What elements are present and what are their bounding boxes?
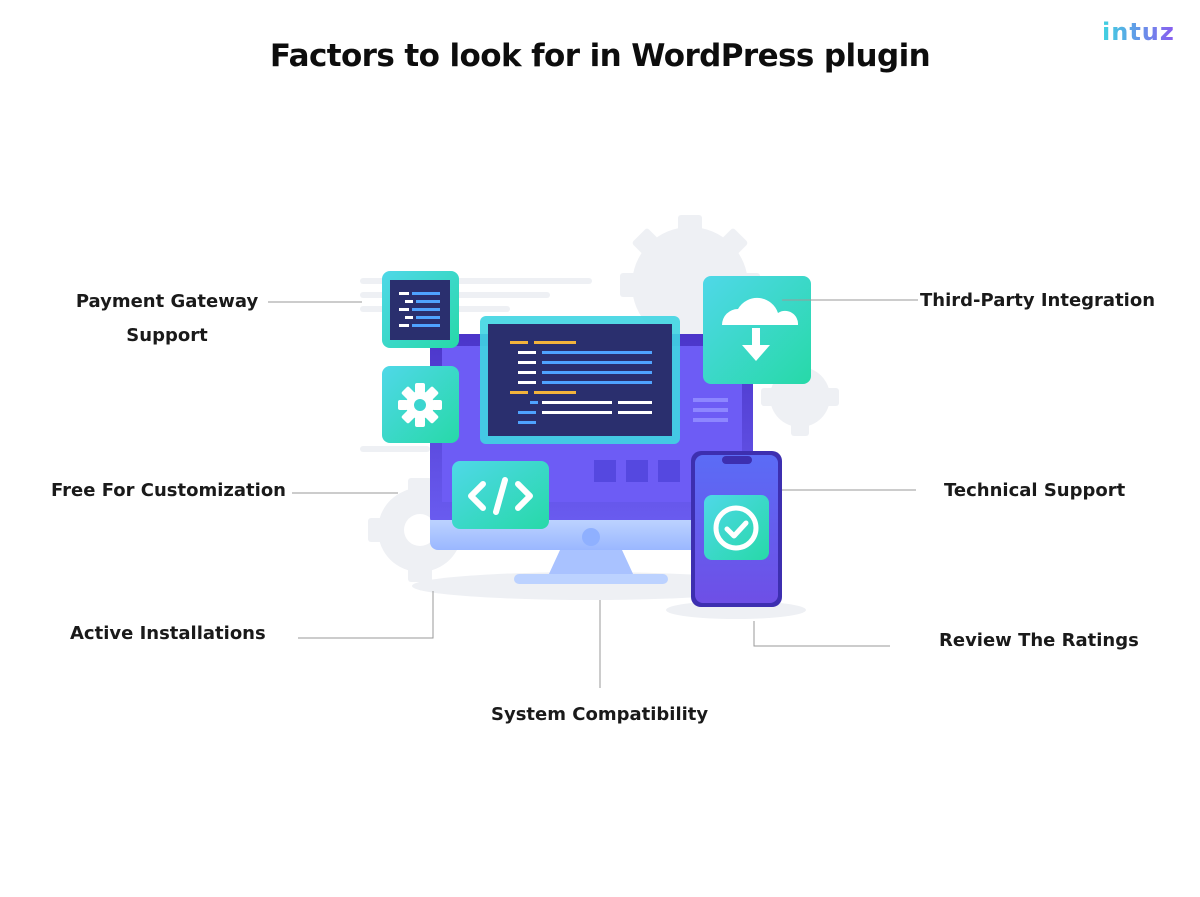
factor-label-free-for-customization: Free For Customization (51, 480, 286, 501)
svg-text:intuz: intuz (1102, 18, 1175, 46)
factor-label-system-compatibility: System Compatibility (491, 704, 709, 725)
page-title: Factors to look for in WordPress plugin (269, 38, 931, 74)
monitor-shadow (412, 572, 768, 600)
connector-lines (268, 299, 918, 688)
code-document-icon (382, 271, 459, 348)
factor-label-technical-support: Technical Support (944, 480, 1126, 501)
cloud-download-icon (703, 276, 811, 384)
factor-label-active-installations: Active Installations (70, 623, 266, 644)
gear-icon (382, 366, 459, 443)
code-brackets-icon (452, 461, 549, 529)
factor-label-review-the-ratings: Review The Ratings (939, 630, 1139, 651)
factor-label-payment-gateway-support: Payment Gateway Support (75, 291, 259, 346)
code-window (480, 316, 680, 444)
checkmark-icon (713, 505, 759, 551)
intuz-logo: intuz (1102, 18, 1175, 46)
smartphone-icon (691, 451, 782, 607)
factor-label-third-party-integration: Third-Party Integration (920, 290, 1156, 311)
